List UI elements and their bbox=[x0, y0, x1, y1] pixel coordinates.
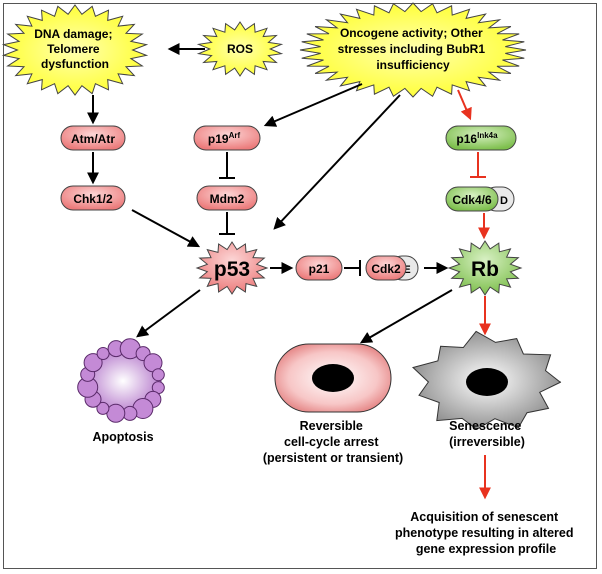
atm-atr-node: Atm/Atr bbox=[60, 125, 126, 151]
chk-node: Chk1/2 bbox=[60, 185, 126, 211]
senescence-label: Senescence (irreversible) bbox=[449, 419, 525, 449]
black-inhibitions bbox=[219, 152, 361, 276]
apoptotic-bleb bbox=[83, 353, 103, 373]
red-arrows bbox=[457, 89, 491, 500]
rb-to-reversible-arrow bbox=[359, 289, 453, 344]
rb-label: Rb bbox=[471, 258, 499, 281]
p21-label: p21 bbox=[309, 262, 330, 276]
cdk2-label: Cdk2 bbox=[371, 262, 401, 276]
apoptotic-bleb bbox=[151, 368, 165, 382]
oncogene-to-p16-arrow bbox=[457, 89, 472, 121]
oncogene-line-3: insufficiency bbox=[376, 58, 450, 72]
cdk46-label: Cdk4/6 bbox=[452, 193, 492, 207]
svg-text:p19Arf: p19Arf bbox=[208, 131, 241, 146]
ros-starburst: ROS bbox=[196, 21, 284, 77]
oncogene-to-p53-arrow bbox=[273, 94, 401, 230]
senescent-cell bbox=[412, 330, 562, 430]
acquisition-label: Acquisition of senescent phenotype resul… bbox=[395, 510, 577, 556]
dna-damage-line-1: DNA damage; bbox=[34, 27, 112, 41]
dna-damage-line-2: Telomere bbox=[47, 42, 100, 56]
cdk46-cyclin-d-complex: D Cdk4/6 bbox=[445, 186, 515, 212]
oncogene-to-p19-arrow bbox=[263, 83, 363, 127]
dna-damage-line-3: dysfunction bbox=[41, 57, 109, 71]
svg-text:DNA damage; Telomere: DNA damage; Telomere dysfunction bbox=[34, 27, 116, 71]
oncogene-starburst: Oncogene activity; Other stresses includ… bbox=[299, 2, 527, 98]
p16-label: p16 bbox=[456, 132, 477, 146]
dna-damage-starburst: DNA damage; Telomere dysfunction bbox=[1, 4, 149, 96]
p19-label: p19 bbox=[208, 132, 229, 146]
svg-text:p16Ink4a: p16Ink4a bbox=[456, 131, 498, 146]
p16-superscript: Ink4a bbox=[477, 131, 498, 140]
reversible-label: Reversible cell-cycle arrest (persistent… bbox=[263, 419, 403, 465]
p19-superscript: Arf bbox=[229, 131, 241, 140]
cyclin-d-label: D bbox=[500, 195, 508, 207]
black-arrows bbox=[87, 43, 453, 344]
figure-border bbox=[3, 3, 597, 569]
oncogene-line-2: stresses including BubR1 bbox=[338, 42, 486, 56]
chk-label: Chk1/2 bbox=[73, 192, 113, 206]
p53-to-apoptosis-arrow bbox=[136, 289, 201, 338]
apoptotic-bleb bbox=[106, 403, 126, 423]
rb-starburst: Rb bbox=[447, 240, 523, 296]
arrested-cell bbox=[274, 343, 392, 413]
cdk2-shape bbox=[365, 255, 407, 281]
mdm2-node: Mdm2 bbox=[196, 185, 258, 211]
apoptotic-cell bbox=[77, 338, 165, 423]
apoptotic-bleb bbox=[96, 401, 110, 415]
p53-label: p53 bbox=[214, 258, 250, 281]
p21-node: p21 bbox=[295, 255, 343, 281]
oncogene-line-1: Oncogene activity; Other bbox=[340, 26, 483, 40]
cdk46-shape bbox=[445, 186, 499, 212]
p16ink4a-node: p16Ink4a bbox=[445, 125, 517, 151]
senescent-cell-nucleus bbox=[466, 368, 508, 396]
cdk2-cyclin-e-complex: E Cdk2 bbox=[365, 255, 419, 281]
chk-to-p53-arrow bbox=[131, 209, 201, 248]
arrested-cell-nucleus bbox=[312, 364, 354, 392]
svg-text:Oncogene activity; Other: Oncogene activity; Other stresses includ… bbox=[338, 26, 489, 72]
mdm2-label: Mdm2 bbox=[210, 192, 245, 206]
ros-label: ROS bbox=[227, 42, 253, 56]
atm-atr-label: Atm/Atr bbox=[71, 132, 115, 146]
cyclin-e-label: E bbox=[403, 264, 410, 276]
p53-starburst: p53 bbox=[195, 241, 269, 295]
p19arf-node: p19Arf bbox=[193, 125, 261, 151]
apoptotic-bleb bbox=[96, 347, 110, 360]
apoptosis-label: Apoptosis bbox=[92, 430, 153, 444]
